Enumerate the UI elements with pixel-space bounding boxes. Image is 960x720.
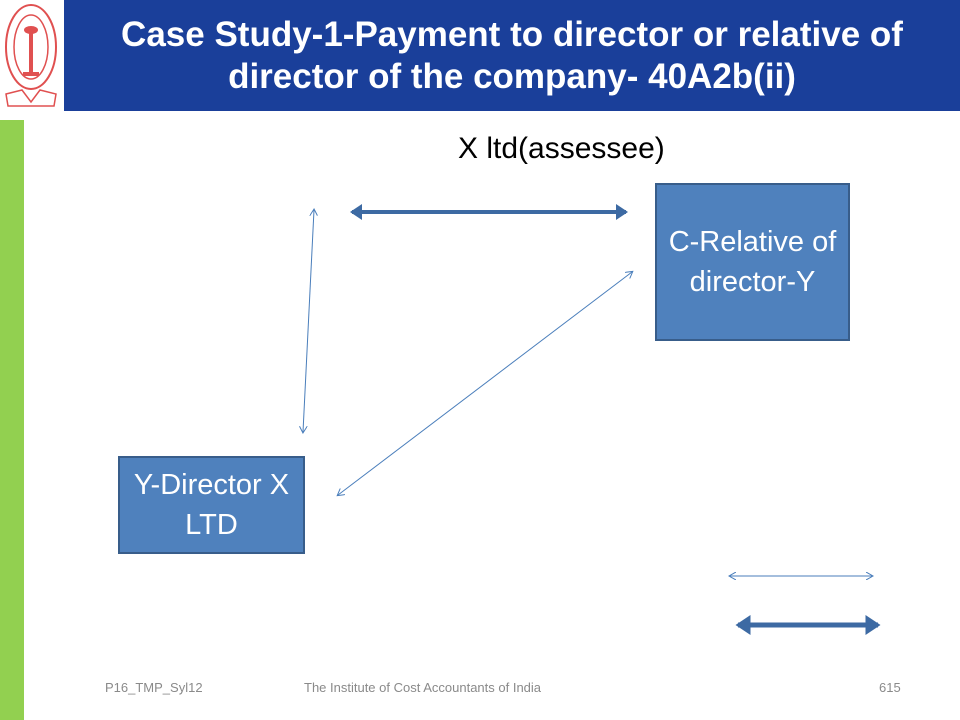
accent-bar	[0, 120, 24, 720]
relative-box: C-Relative of director-Y	[655, 183, 850, 341]
footer-code: P16_TMP_Syl12	[105, 680, 203, 695]
director-box: Y-Director X LTD	[118, 456, 305, 554]
institute-logo	[2, 2, 60, 110]
arrow-director-relative	[338, 272, 632, 495]
company-label: X ltd(assessee)	[458, 132, 665, 165]
arrow-company-director	[303, 210, 314, 432]
relative-box-label: C-Relative of director-Y	[668, 226, 837, 298]
director-box-label: Y-Director X LTD	[133, 469, 290, 541]
page-number: 615	[879, 680, 901, 695]
slide-title: Case Study-1-Payment to director or rela…	[64, 0, 960, 111]
footer-institute: The Institute of Cost Accountants of Ind…	[304, 680, 542, 695]
